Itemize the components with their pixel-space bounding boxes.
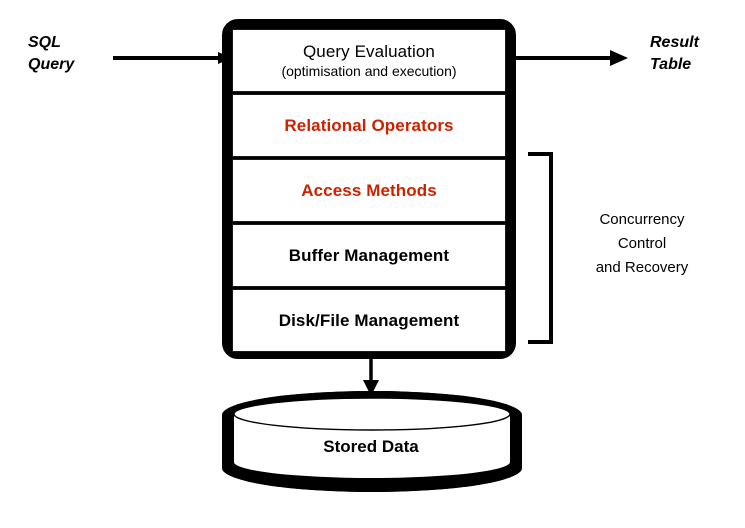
stored-data-label: Stored Data xyxy=(323,437,419,456)
output-label-line1: Result xyxy=(650,34,699,51)
layer-title: Disk/File Management xyxy=(278,311,460,330)
concurrency-label-line1: Concurrency xyxy=(599,211,685,228)
layer-buffer-management[interactable]: Buffer Management xyxy=(232,224,506,287)
input-label-line1: SQL xyxy=(28,34,61,51)
layer-title: Buffer Management xyxy=(288,246,450,265)
concurrency-bracket xyxy=(528,152,553,344)
concurrency-label-line2: Control xyxy=(617,235,667,252)
layer-relational-operators[interactable]: Relational Operators xyxy=(232,94,506,157)
layer-title: Relational Operators xyxy=(284,116,454,135)
concurrency-bracket-label: Concurrency Control and Recovery xyxy=(562,208,722,280)
layer-disk-file-management[interactable]: Disk/File Management xyxy=(232,289,506,352)
output-arrow xyxy=(516,50,628,66)
layer-query-evaluation[interactable]: Query Evaluation (optimisation and execu… xyxy=(232,29,506,92)
input-arrow xyxy=(113,52,232,64)
concurrency-label-line3: and Recovery xyxy=(595,259,689,276)
input-label-sql-query: SQL Query xyxy=(28,32,108,76)
output-label-result-table: Result Table xyxy=(650,32,736,76)
output-label-line2: Table xyxy=(650,56,692,73)
dbms-stack: Query Evaluation (optimisation and execu… xyxy=(222,19,516,359)
layer-access-methods[interactable]: Access Methods xyxy=(232,159,506,222)
layer-title: Access Methods xyxy=(301,181,437,200)
layer-subtitle: (optimisation and execution) xyxy=(281,63,457,79)
layer-title: Query Evaluation xyxy=(302,42,435,61)
storage-arrow xyxy=(363,357,379,396)
input-label-line2: Query xyxy=(28,56,75,73)
